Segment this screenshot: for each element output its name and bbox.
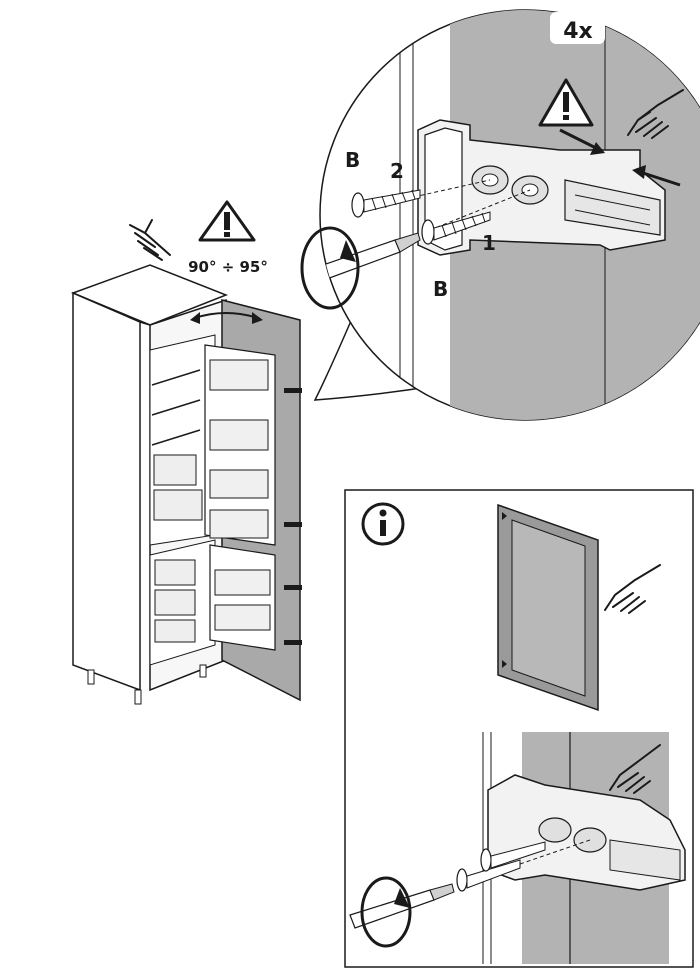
screw-b-label-top: B <box>345 148 360 172</box>
door-panel <box>497 503 599 712</box>
fridge-cabinet <box>70 264 229 705</box>
hand-pointing-icon <box>129 219 171 261</box>
hand-pointing-icon <box>609 744 661 794</box>
hand-pointing-icon <box>627 89 684 139</box>
warning-triangle-icon <box>198 200 256 242</box>
info-icon <box>361 502 405 546</box>
screw-1 <box>421 211 491 245</box>
screw-2 <box>351 189 421 218</box>
angle-label: 90° ÷ 95° <box>188 258 268 276</box>
count-label: 4x <box>563 19 593 44</box>
warning-triangle-icon <box>538 78 594 127</box>
fridge-door <box>190 299 302 702</box>
hand-pointing-icon <box>604 564 661 614</box>
rotation-arrow <box>300 226 360 310</box>
detail-callout: 4x B 2 1 B <box>300 9 700 421</box>
screw-b-label-bottom: B <box>433 277 448 301</box>
info-panel <box>344 489 694 968</box>
step-1-label: 1 <box>482 231 496 255</box>
step-2-label: 2 <box>390 159 404 183</box>
